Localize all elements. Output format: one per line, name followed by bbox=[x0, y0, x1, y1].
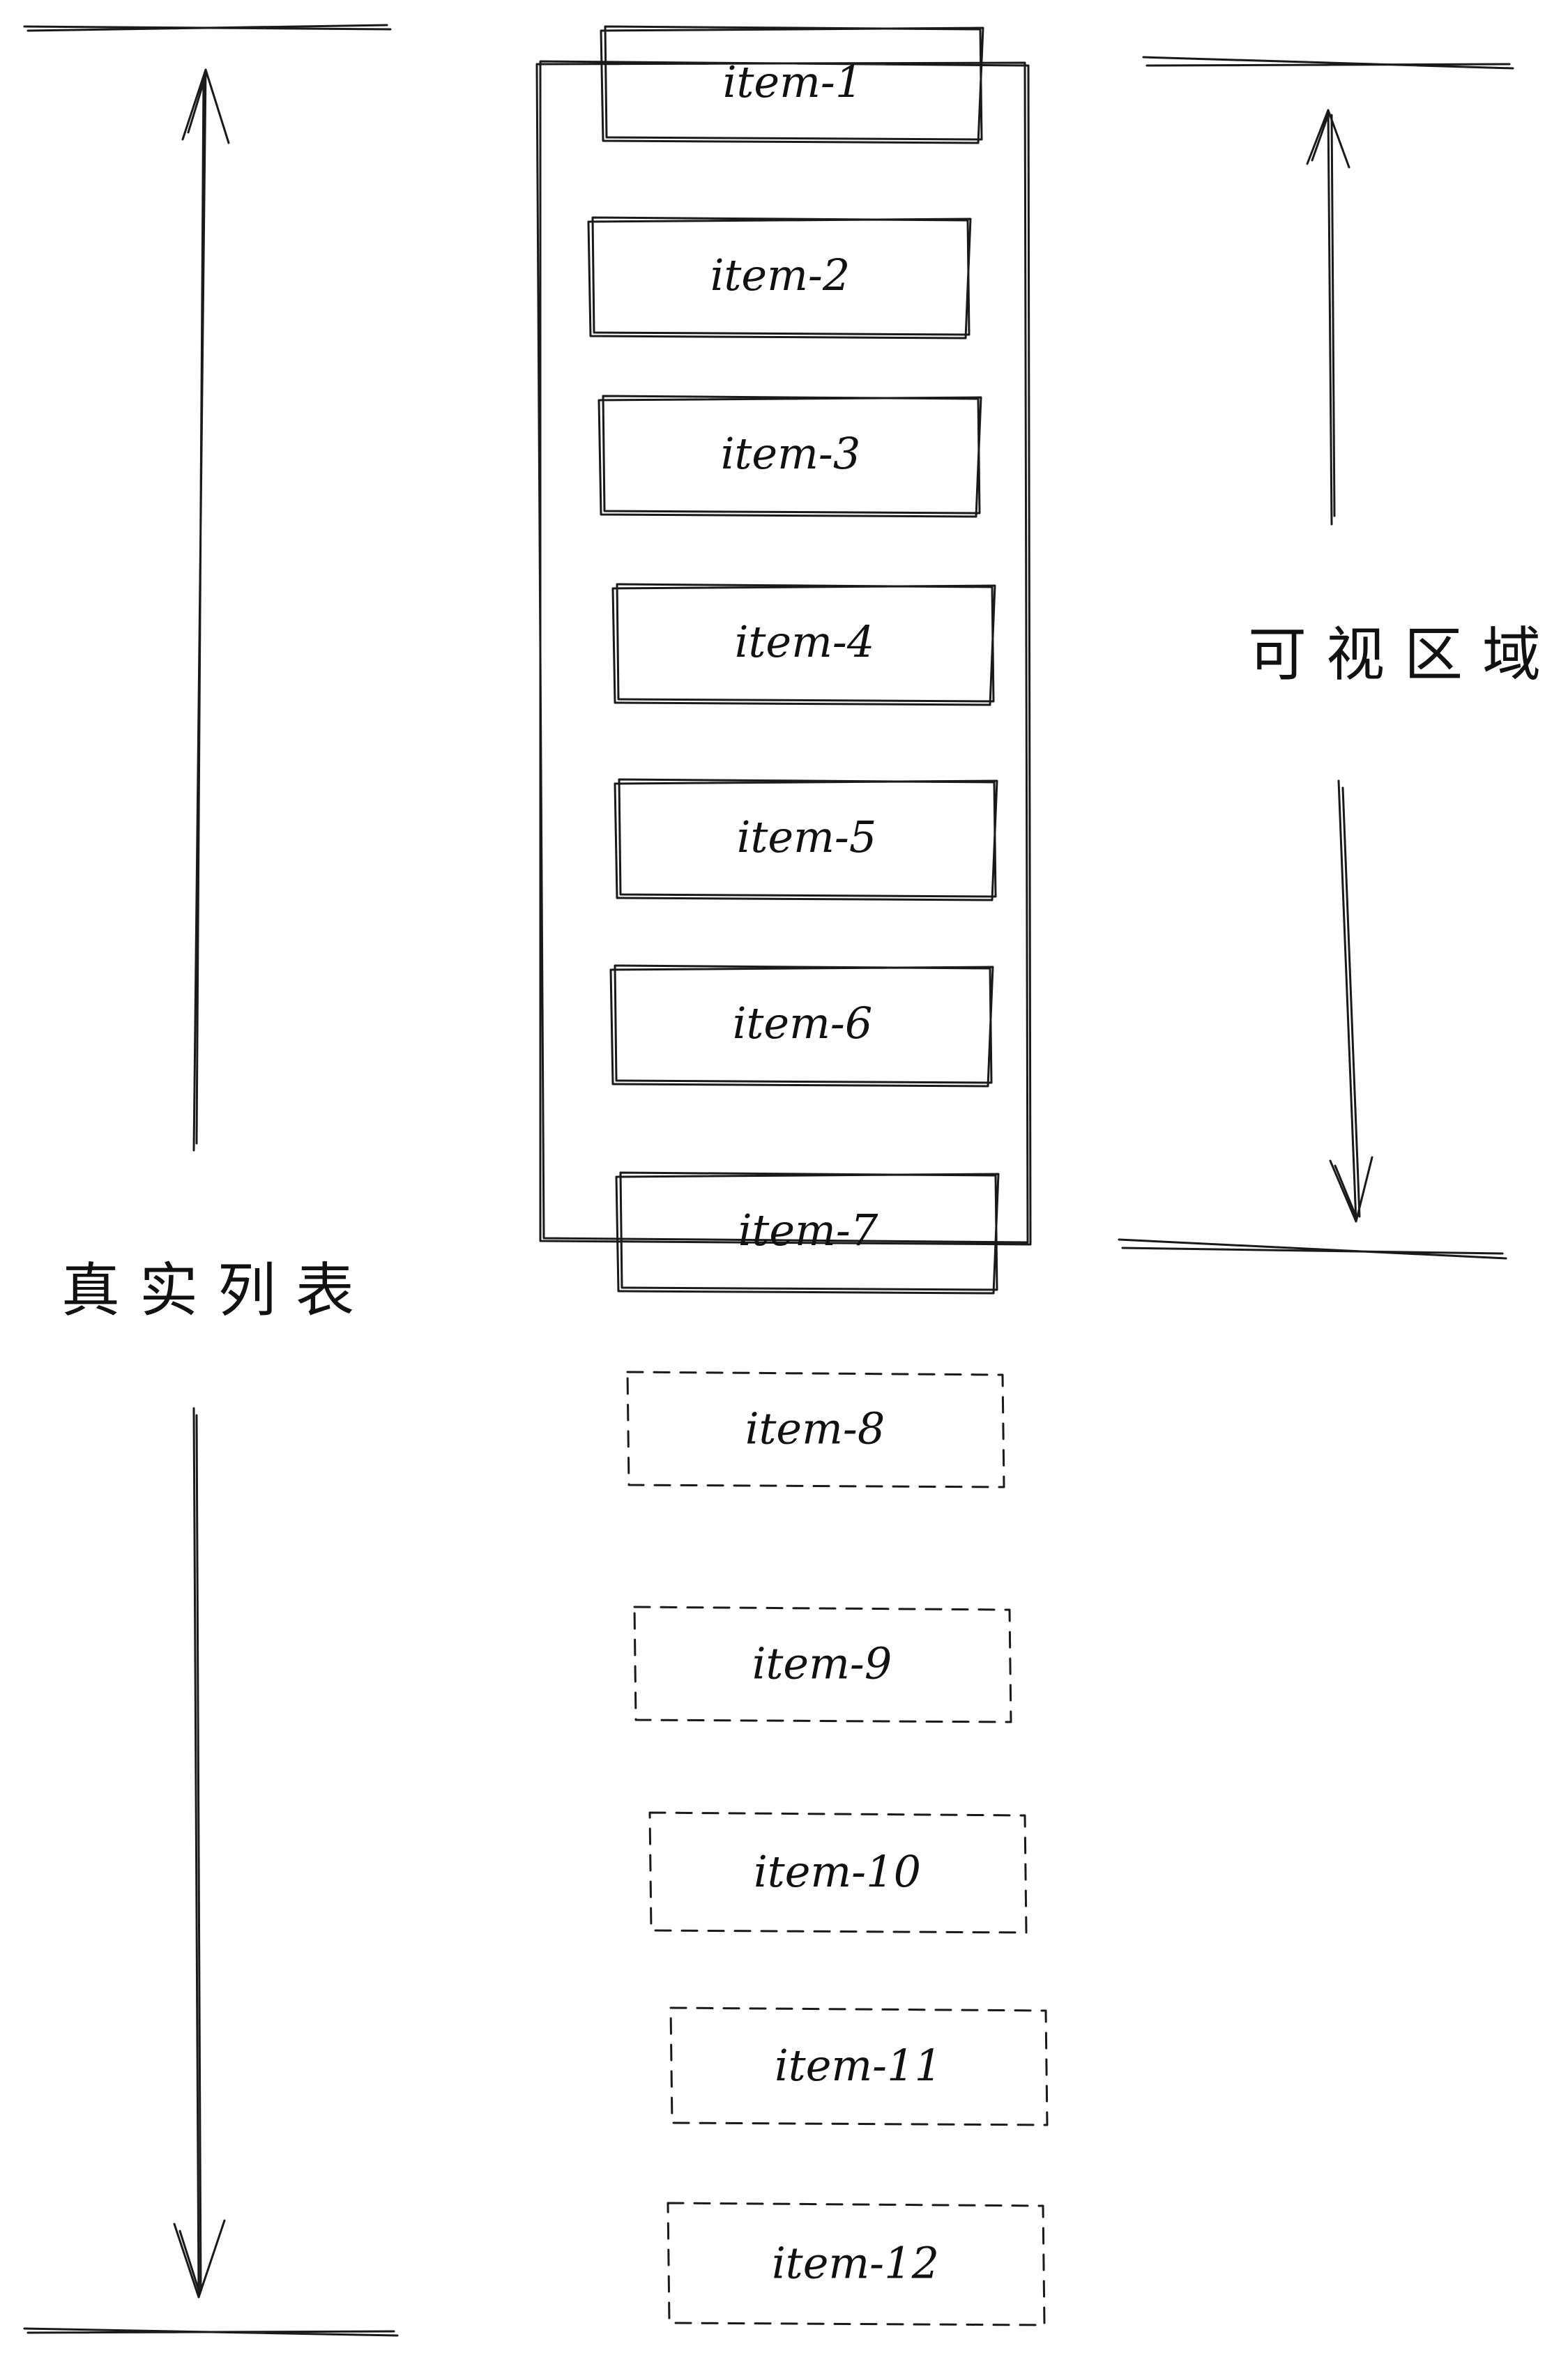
list-items: item-1 item-2 item-3 item-4 item-5 item-6 item… bbox=[587, 25, 1049, 2326]
item-label: item-3 bbox=[721, 428, 861, 479]
real-list-label: 真实列表 bbox=[61, 1256, 374, 1325]
visible-area-measure: 可视区域 bbox=[1118, 56, 1560, 1260]
real-list-lower-shaft bbox=[192, 1407, 202, 2299]
visible-area-label: 可视区域 bbox=[1248, 620, 1560, 689]
down-arrow-head-icon bbox=[173, 2219, 226, 2299]
item-box bbox=[597, 395, 982, 518]
list-item: item-6 bbox=[609, 964, 994, 1088]
up-arrow-head-icon bbox=[181, 68, 230, 144]
item-box bbox=[587, 216, 972, 340]
real-list-upper-shaft bbox=[192, 68, 207, 1152]
item-box-unrendered bbox=[633, 1606, 1012, 1723]
item-label: item-5 bbox=[737, 812, 877, 862]
list-item: item-12 bbox=[667, 2202, 1046, 2326]
up-arrow-head-icon bbox=[1306, 109, 1350, 169]
item-box-unrendered bbox=[626, 1371, 1005, 1488]
item-label: item-4 bbox=[735, 616, 875, 667]
item-box bbox=[615, 1171, 1000, 1295]
list-item: item-1 bbox=[600, 25, 984, 144]
real-list-bottom-line bbox=[23, 2327, 399, 2337]
item-label: item-7 bbox=[738, 1205, 878, 1256]
item-label: item-10 bbox=[754, 1846, 921, 1897]
item-box bbox=[609, 964, 994, 1088]
list-item: item-8 bbox=[626, 1371, 1005, 1488]
list-item: item-5 bbox=[614, 778, 998, 901]
list-item: item-7 bbox=[615, 1171, 1000, 1295]
item-label: item-8 bbox=[745, 1403, 885, 1454]
item-box-unrendered bbox=[648, 1811, 1028, 1934]
visible-area-lower-shaft bbox=[1337, 779, 1361, 1223]
visible-area-top-line bbox=[1142, 56, 1514, 70]
item-label: item-11 bbox=[775, 2040, 942, 2091]
visible-area-upper-shaft bbox=[1327, 109, 1336, 526]
visible-area-bottom-line bbox=[1118, 1238, 1507, 1260]
list-item: item-4 bbox=[611, 583, 996, 706]
item-box-unrendered bbox=[667, 2202, 1046, 2326]
list-item: item-2 bbox=[587, 216, 972, 340]
real-list-top-line bbox=[23, 24, 392, 32]
item-label: item-1 bbox=[723, 56, 863, 107]
real-list-measure: 真实列表 bbox=[23, 24, 399, 2337]
down-arrow-head-icon bbox=[1329, 1156, 1373, 1223]
item-box-unrendered bbox=[669, 2006, 1049, 2126]
list-item: item-11 bbox=[669, 2006, 1049, 2126]
item-box bbox=[600, 25, 984, 144]
item-box bbox=[611, 583, 996, 706]
list-item: item-3 bbox=[597, 395, 982, 518]
item-label: item-6 bbox=[733, 998, 873, 1049]
list-item: item-10 bbox=[648, 1811, 1028, 1934]
item-label: item-12 bbox=[772, 2238, 939, 2289]
item-box bbox=[614, 778, 998, 901]
viewport-frame bbox=[535, 60, 1032, 1246]
item-label: item-2 bbox=[710, 250, 851, 300]
item-label: item-9 bbox=[752, 1638, 892, 1689]
list-item: item-9 bbox=[633, 1606, 1012, 1723]
